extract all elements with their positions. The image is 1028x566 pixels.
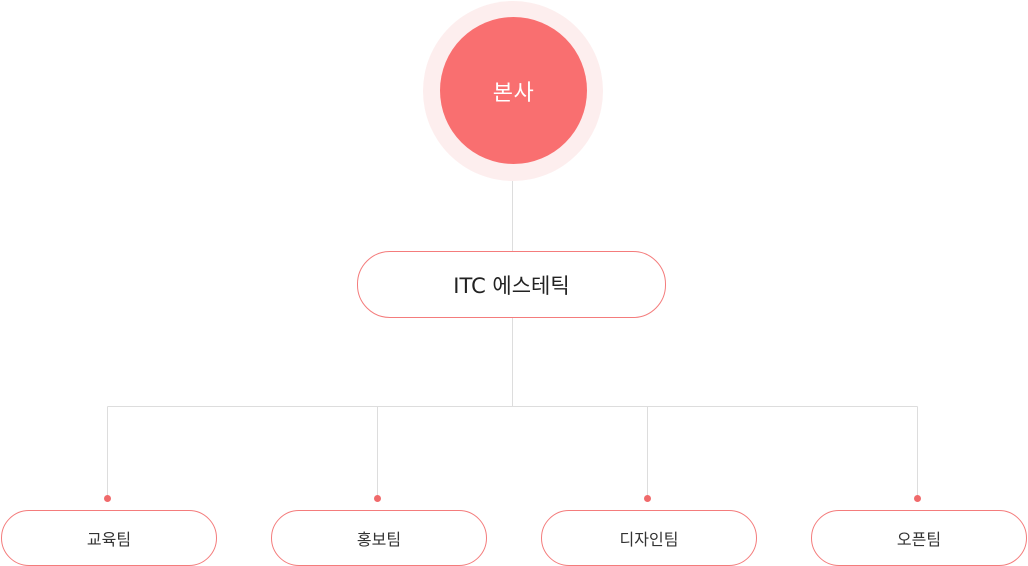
root-node-label: 본사	[492, 80, 535, 106]
team-node-label: 홍보팀	[356, 530, 402, 549]
team-node-open: 오픈팀	[811, 510, 1027, 566]
company-node-label: ITC 에스테틱	[453, 273, 570, 298]
team-node-design: 디자인팀	[541, 510, 757, 566]
team-node-label: 교육팀	[86, 530, 132, 549]
team-node-education: 교육팀	[1, 510, 217, 566]
root-node: 본사	[440, 17, 587, 164]
team-node-label: 오픈팀	[896, 530, 942, 549]
team-3-dot	[644, 495, 651, 502]
team-2-dot	[374, 495, 381, 502]
team-4-dot	[914, 495, 921, 502]
company-node: ITC 에스테틱	[357, 251, 666, 318]
team-1-dot	[104, 495, 111, 502]
team-node-label: 디자인팀	[619, 530, 679, 549]
team-node-pr: 홍보팀	[271, 510, 487, 566]
